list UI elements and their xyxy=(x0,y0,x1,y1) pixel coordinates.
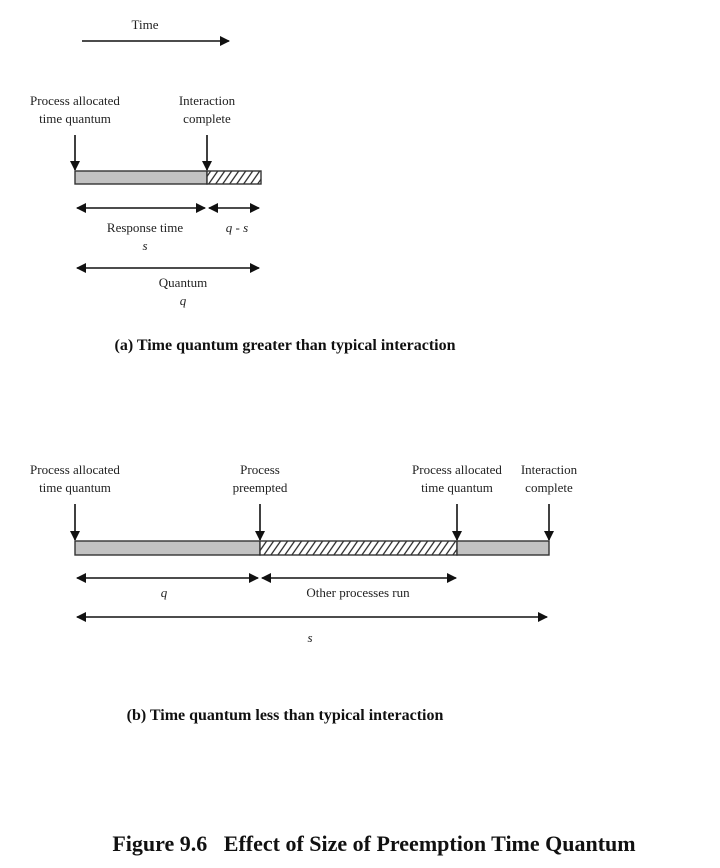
caption-a: (a) Time quantum greater than typical in… xyxy=(114,337,455,354)
time-axis-label: Time xyxy=(132,17,159,32)
panel-b: Process allocated time quantum Process p… xyxy=(30,462,578,724)
segment-running xyxy=(74,170,208,185)
label-interact-line2: complete xyxy=(525,480,573,495)
label-interact-line2: complete xyxy=(183,111,231,126)
label-alloc2-line1: Process allocated xyxy=(412,462,502,477)
label-preempt-line1: Process xyxy=(240,462,280,477)
label-alloc1-line1: Process allocated xyxy=(30,462,120,477)
segment-running-2 xyxy=(456,540,550,556)
label-alloc2-line2: time quantum xyxy=(421,480,493,495)
label-response-time: Response time xyxy=(107,220,183,235)
label-quantum: Quantum xyxy=(159,275,207,290)
segment-other-hatched xyxy=(259,540,458,556)
label-interact-line1: Interaction xyxy=(179,93,236,108)
label-alloc-line1: Process allocated xyxy=(30,93,120,108)
symbol-s: s xyxy=(142,238,147,253)
label-interact-line1: Interaction xyxy=(521,462,578,477)
label-preempt-line2: preempted xyxy=(233,480,288,495)
label-alloc1-line2: time quantum xyxy=(39,480,111,495)
segment-idle-hatched xyxy=(206,170,262,185)
symbol-s: s xyxy=(307,630,312,645)
label-other-processes: Other processes run xyxy=(306,585,410,600)
label-alloc-line2: time quantum xyxy=(39,111,111,126)
panel-a: Process allocated time quantum Interacti… xyxy=(30,93,456,354)
figure-title: Figure 9.6 Effect of Size of Preemption … xyxy=(112,831,635,856)
symbol-q: q xyxy=(180,293,187,308)
segment-running-1 xyxy=(74,540,261,556)
symbol-q-minus-s: q - s xyxy=(226,220,248,235)
symbol-q: q xyxy=(161,585,168,600)
caption-b: (b) Time quantum less than typical inter… xyxy=(127,707,444,724)
